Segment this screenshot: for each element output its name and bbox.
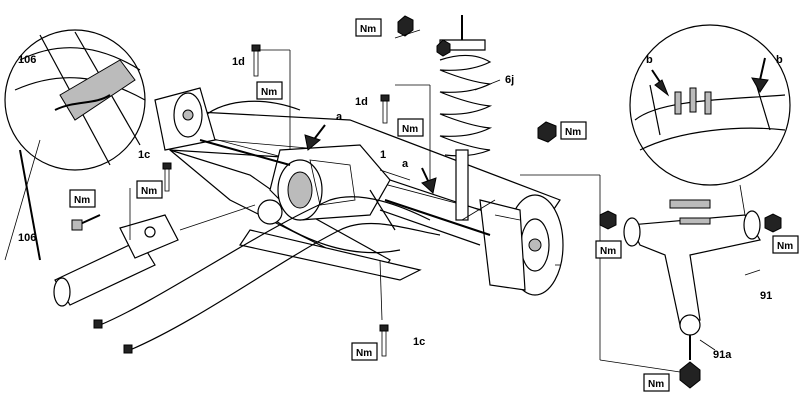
bolt-1d-a xyxy=(251,44,261,77)
lower-control-arm xyxy=(599,199,782,389)
parking-brake-cables xyxy=(93,196,441,354)
drive-shafts xyxy=(199,139,491,246)
svg-text:Nm: Nm xyxy=(777,241,793,252)
callout-106-bottom: 106 xyxy=(18,232,36,244)
callout-1c-a: 1c xyxy=(138,149,150,161)
arrows-a xyxy=(304,124,437,194)
callout-1d-b: 1d xyxy=(355,96,368,108)
callout-b-right: b xyxy=(776,54,783,66)
bolt-1d-b xyxy=(380,94,390,124)
nm-badge: Nm xyxy=(643,373,670,392)
bolt-1c-b xyxy=(379,324,389,357)
leader-lines xyxy=(129,29,761,373)
nm-badge: Nm xyxy=(351,342,378,361)
nm-badge: Nm xyxy=(355,18,382,37)
svg-text:Nm: Nm xyxy=(402,124,418,135)
detail-circle-bushing xyxy=(629,24,791,216)
detail-circle-106 xyxy=(4,29,146,261)
svg-text:Nm: Nm xyxy=(356,348,372,359)
svg-text:Nm: Nm xyxy=(141,186,157,197)
svg-text:Nm: Nm xyxy=(261,87,277,98)
callout-labels: 106 106 1d 1d 1c 1c 1 6j a a b b 91 91a xyxy=(18,54,783,361)
callout-1: 1 xyxy=(380,149,386,161)
nm-badge: Nm xyxy=(397,118,424,137)
callout-106-top: 106 xyxy=(18,54,36,66)
callout-b-left: b xyxy=(646,54,653,66)
bolt-1c-a xyxy=(162,162,172,192)
svg-text:Nm: Nm xyxy=(360,24,376,35)
callout-6j: 6j xyxy=(505,74,514,86)
callout-91: 91 xyxy=(760,290,772,302)
nut-6j xyxy=(537,121,557,143)
callout-91a: 91a xyxy=(713,349,732,361)
coil-spring-shock xyxy=(436,15,496,221)
svg-text:Nm: Nm xyxy=(565,127,581,138)
svg-text:Nm: Nm xyxy=(600,246,616,257)
nm-badge: Nm xyxy=(772,235,799,254)
callout-a-top: a xyxy=(336,111,343,123)
nm-badge: Nm xyxy=(256,81,283,100)
bolts xyxy=(162,15,557,357)
differential xyxy=(257,144,391,225)
wheel-hub-right xyxy=(479,194,564,296)
svg-text:Nm: Nm xyxy=(648,379,664,390)
callout-a-mid: a xyxy=(402,158,409,170)
torque-badges: Nm Nm Nm Nm Nm Nm Nm Nm Nm Nm xyxy=(69,18,799,392)
prop-shaft xyxy=(53,214,179,307)
wheel-hub-left xyxy=(154,87,216,151)
nut-top xyxy=(397,15,414,37)
callout-1c-b: 1c xyxy=(413,336,425,348)
nm-badge: Nm xyxy=(136,180,163,199)
svg-text:Nm: Nm xyxy=(74,195,90,206)
callout-1d-a: 1d xyxy=(232,56,245,68)
nm-badge: Nm xyxy=(595,240,622,259)
nm-badge: Nm xyxy=(69,189,96,208)
nm-badge: Nm xyxy=(560,121,587,140)
